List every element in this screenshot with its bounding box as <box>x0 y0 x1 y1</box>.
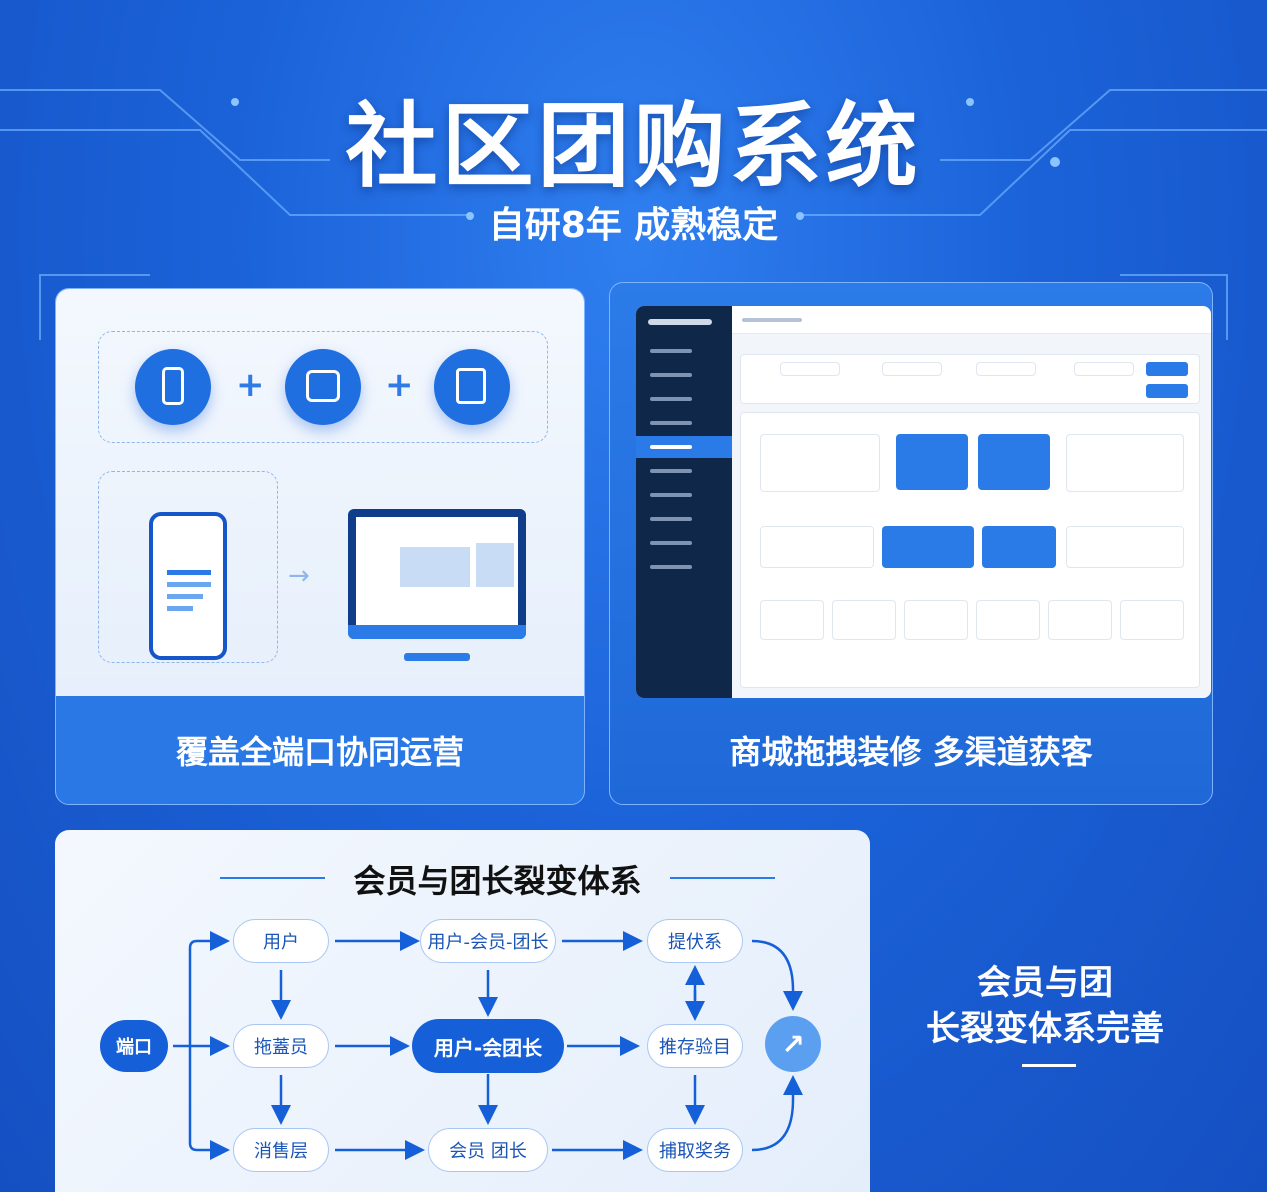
plus-sign: + <box>236 365 265 405</box>
mini-program-icon <box>285 349 361 425</box>
growth-arrow-icon: ↗ <box>765 1016 821 1072</box>
flow-node: 用户-会员-团长 <box>420 919 556 963</box>
flow-node: 拖蓋员 <box>233 1024 329 1068</box>
page-subtitle: 自研8年 成熟稳定 <box>488 205 779 246</box>
multi-device-panel: + + → 覆盖全端口协同运营 <box>55 288 585 805</box>
sidebar-item-active[interactable] <box>636 436 732 458</box>
fission-caption-line2: 长裂变体系完善 <box>926 1009 1164 1049</box>
document-check-icon <box>434 349 510 425</box>
flow-node-core: 用户-会团长 <box>412 1019 564 1073</box>
arrow-icon: → <box>288 561 310 591</box>
flow-node: 会员 团长 <box>428 1128 548 1172</box>
flow-node: 捕取奖务 <box>647 1128 743 1172</box>
sidebar <box>636 306 732 698</box>
mall-decoration-panel: 商城拖拽装修 多渠道获客 <box>609 282 1213 805</box>
page-title: 社区团购系统 <box>345 93 922 200</box>
fission-caption-line1: 会员与团 <box>977 963 1113 1003</box>
mall-caption: 商城拖拽装修 多渠道获客 <box>729 733 1093 771</box>
admin-dashboard-mockup <box>636 306 1211 698</box>
fission-title: 会员与团长裂变体系 <box>353 862 642 900</box>
fission-panel: 会员与团长裂变体系 端口 用户 用户-会员-团长 提伏系 拖蓋员 用户-会团长 … <box>55 830 870 1192</box>
multi-device-caption: 覆盖全端口协同运营 <box>175 733 464 771</box>
flow-start-node: 端口 <box>100 1020 168 1072</box>
flow-node: 消售层 <box>233 1128 329 1172</box>
phone-illustration <box>149 512 227 660</box>
flow-arrows <box>173 931 803 1160</box>
mobile-icon <box>135 349 211 425</box>
plus-sign: + <box>385 365 414 405</box>
flow-node: 提伏系 <box>647 919 743 963</box>
flow-node: 推存验目 <box>647 1024 743 1068</box>
caption-underline <box>1022 1064 1076 1067</box>
flow-node: 用户 <box>233 919 329 963</box>
monitor-illustration <box>348 509 526 639</box>
